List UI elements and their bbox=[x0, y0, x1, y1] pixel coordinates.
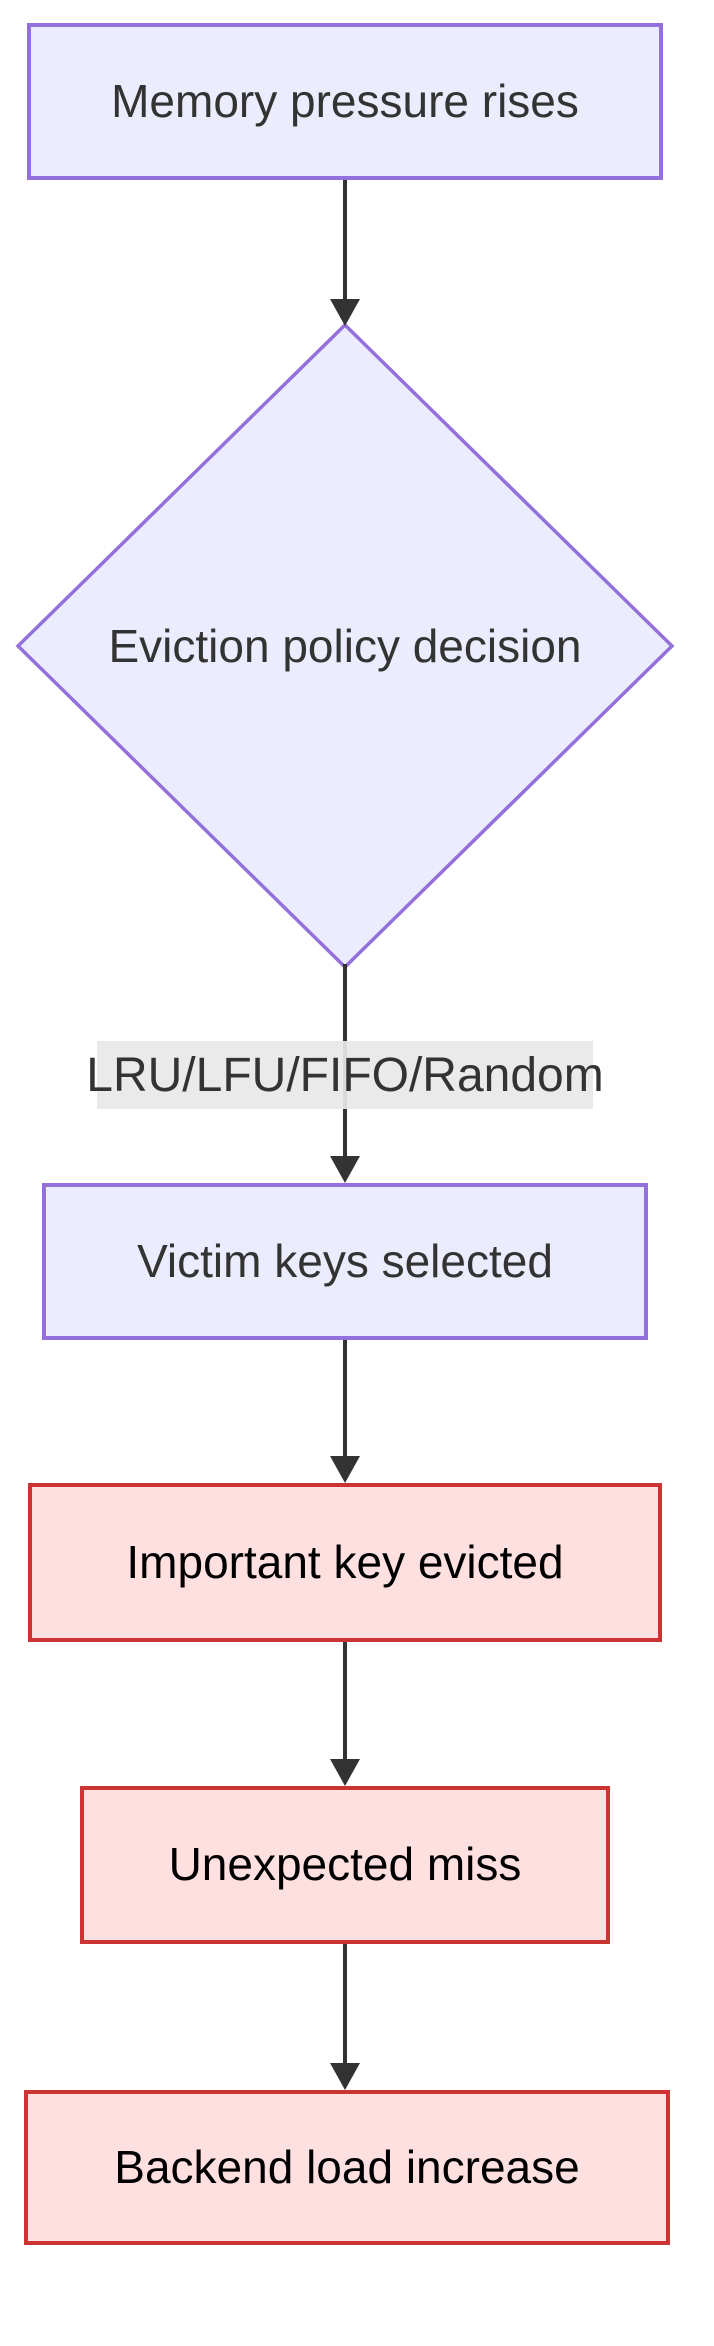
arrowhead-icon bbox=[330, 1759, 360, 1786]
arrowhead-icon bbox=[330, 1456, 360, 1483]
node-eviction-policy-decision: Eviction policy decision bbox=[70, 596, 620, 696]
node-unexpected-miss: Unexpected miss bbox=[80, 1786, 610, 1944]
node-backend-load-increase: Backend load increase bbox=[24, 2090, 670, 2245]
node-label: Important key evicted bbox=[126, 1535, 564, 1588]
edge-label-eviction-policies: LRU/LFU/FIFO/Random bbox=[86, 1041, 604, 1109]
edge-evicted-to-miss bbox=[330, 1640, 360, 1786]
arrowhead-icon bbox=[330, 1156, 360, 1183]
node-memory-pressure-rises: Memory pressure rises bbox=[27, 23, 663, 180]
edge-miss-to-backend bbox=[330, 1942, 360, 2090]
node-label: Victim keys selected bbox=[137, 1234, 553, 1287]
edge-victim-to-evicted bbox=[330, 1338, 360, 1483]
node-label: Eviction policy decision bbox=[108, 620, 582, 672]
node-important-key-evicted: Important key evicted bbox=[28, 1483, 662, 1642]
node-label: Backend load increase bbox=[114, 2140, 580, 2193]
arrowhead-icon bbox=[330, 2063, 360, 2090]
edge-memory-to-decision bbox=[330, 179, 360, 326]
node-victim-keys-selected: Victim keys selected bbox=[42, 1183, 648, 1340]
arrowhead-icon bbox=[330, 299, 360, 326]
node-label: Unexpected miss bbox=[168, 1838, 522, 1891]
node-label: Memory pressure rises bbox=[111, 74, 579, 127]
